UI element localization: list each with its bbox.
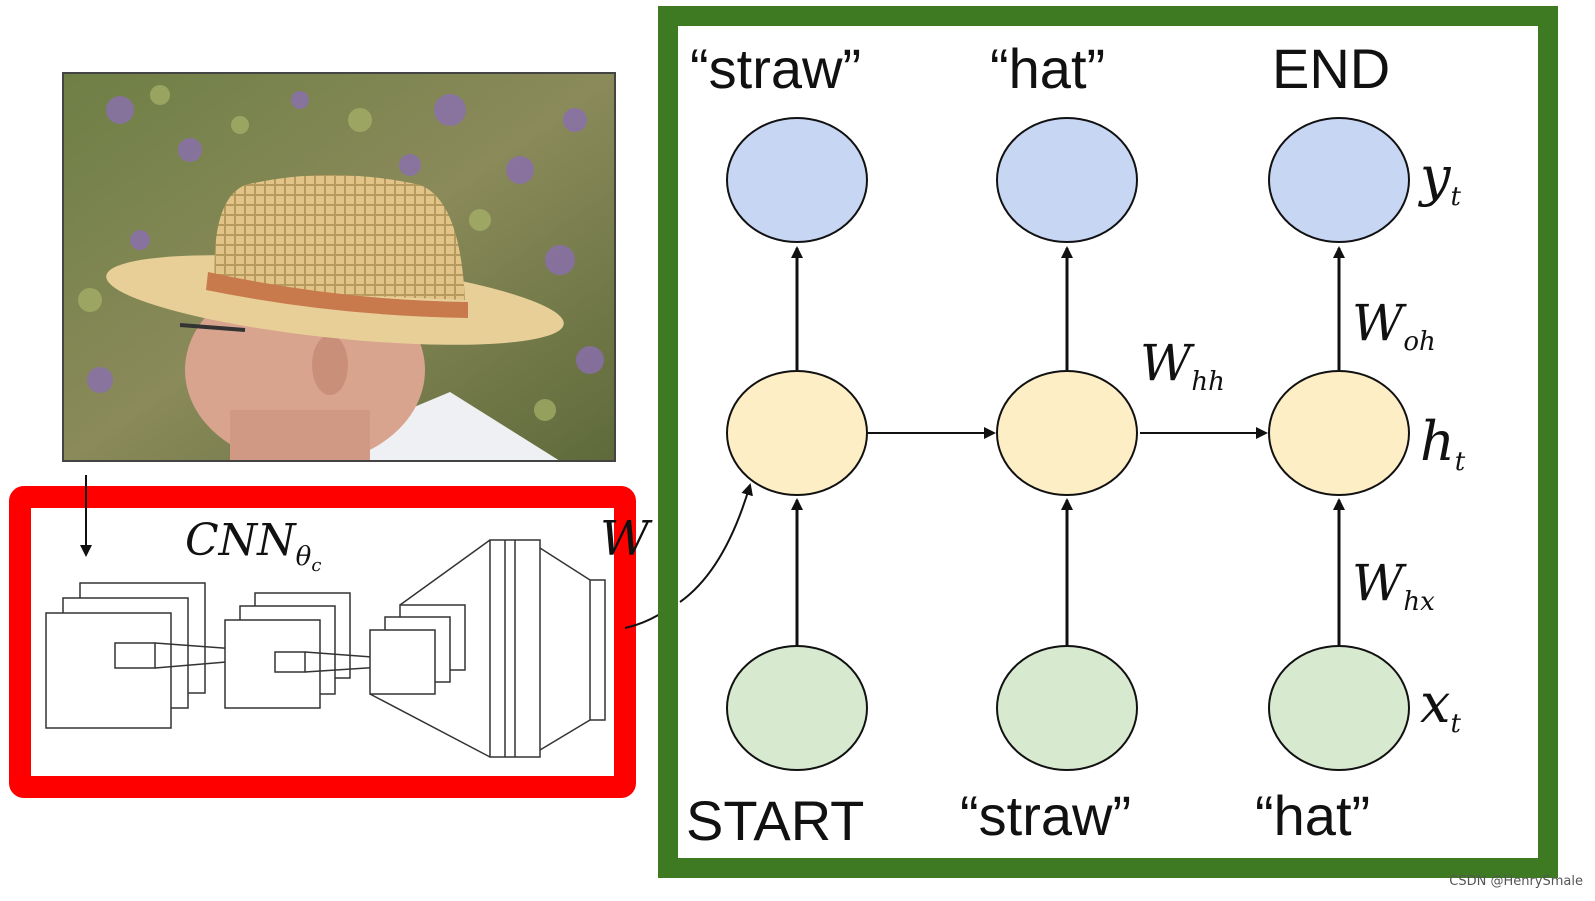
leaf-dots — [78, 85, 556, 421]
output-node-3 — [1268, 117, 1410, 243]
w-oh-label: Woh — [1352, 294, 1436, 357]
input-node-1 — [726, 645, 868, 771]
w-hh-label: Whh — [1140, 334, 1225, 397]
photo-frame — [62, 72, 616, 462]
cnn-layers — [45, 539, 606, 758]
hat-band — [206, 272, 468, 318]
ear — [312, 335, 348, 395]
glasses — [179, 323, 246, 332]
input-word-1: START — [686, 789, 864, 852]
photo — [63, 73, 615, 461]
input-nodes — [726, 645, 1410, 771]
output-word-1: “straw” — [690, 37, 861, 100]
input-node-2 — [996, 645, 1138, 771]
h-t-label: ht — [1420, 410, 1466, 477]
y-t-label: yt — [1418, 145, 1462, 212]
x-t-label: xt — [1420, 672, 1461, 739]
hat-crown — [214, 175, 465, 300]
watermark: CSDN @HenrySmale — [1449, 874, 1583, 889]
hidden-node-3 — [1268, 370, 1410, 496]
output-node-2 — [996, 117, 1138, 243]
output-nodes — [726, 117, 1410, 243]
input-node-3 — [1268, 645, 1410, 771]
output-word-3: END — [1272, 37, 1390, 100]
hidden-node-1 — [726, 370, 868, 496]
hidden-nodes — [726, 370, 1410, 496]
wi-label: Wi — [600, 511, 718, 570]
image-to-rnn-arrow-inner — [679, 483, 753, 603]
input-word-3: “hat” — [1255, 784, 1370, 847]
hidden-node-2 — [996, 370, 1138, 496]
flower-dots — [87, 91, 604, 393]
output-word-2: “hat” — [990, 37, 1105, 100]
w-hx-label: Whx — [1352, 554, 1435, 617]
vertical-arrows — [791, 246, 1345, 645]
cnn-label: CNNθc — [185, 515, 321, 576]
output-node-1 — [726, 117, 868, 243]
input-word-2: “straw” — [960, 784, 1131, 847]
